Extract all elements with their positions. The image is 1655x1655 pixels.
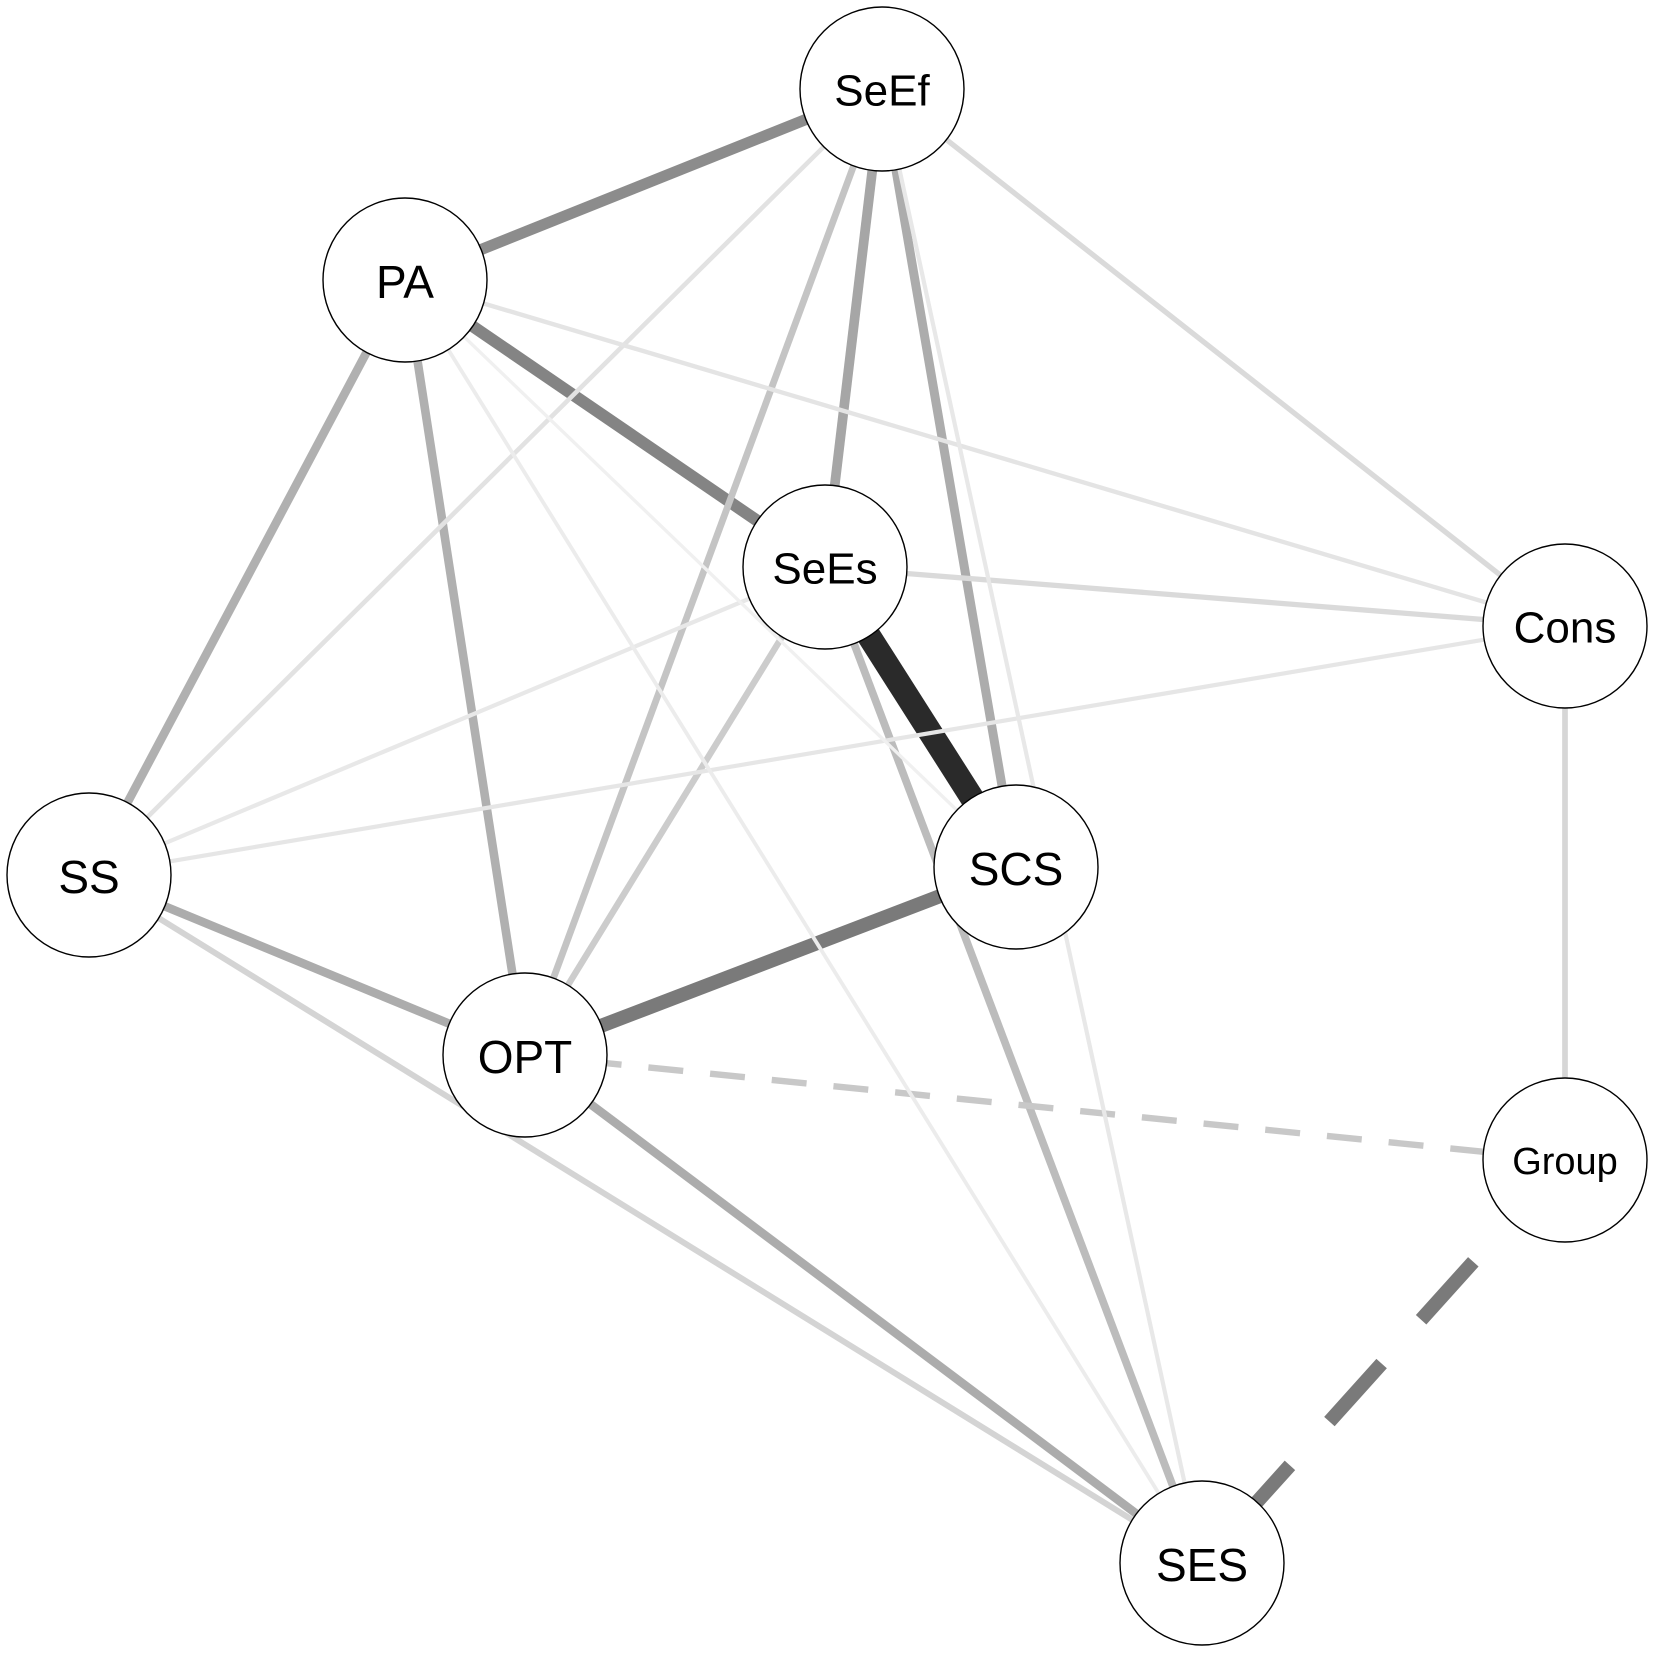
- node-circle: [742, 484, 908, 650]
- edge-sees-opt: [522, 565, 828, 1057]
- edge-sees-ses: [821, 565, 1206, 1565]
- node-label: OPT: [478, 1031, 573, 1083]
- node-circle: [1482, 1077, 1648, 1243]
- edge-pa-seef: [402, 83, 885, 286]
- node-circle: [6, 792, 172, 958]
- edge-sees-cons: [824, 564, 1566, 629]
- node-label: Group: [1512, 1141, 1618, 1183]
- edge-ss-sees: [88, 565, 826, 877]
- node-opt: OPT: [442, 972, 608, 1138]
- node-label: SeEs: [772, 545, 877, 594]
- edge-pa-cons: [404, 277, 1566, 629]
- node-circle: [1482, 543, 1648, 709]
- node-label: Cons: [1514, 604, 1617, 653]
- edge-seef-cons: [880, 86, 1567, 629]
- edge-pa-ss: [85, 277, 409, 878]
- node-group: Group: [1482, 1077, 1648, 1243]
- edge-pa-sees: [401, 275, 829, 572]
- edge-pa-opt: [400, 279, 530, 1056]
- node-seef: SeEf: [799, 6, 965, 172]
- node-scs: SCS: [933, 784, 1099, 950]
- node-pa: PA: [322, 197, 488, 363]
- node-circle: [933, 784, 1099, 950]
- node-circle: [1119, 1480, 1285, 1646]
- node-label: SS: [58, 851, 119, 903]
- edge-ss-ses: [87, 872, 1204, 1566]
- edge-opt-group: [524, 1051, 1566, 1164]
- node-ses: SES: [1119, 1480, 1285, 1646]
- edges-layer: [85, 83, 1571, 1568]
- edge-pa-scs: [403, 278, 1018, 869]
- edge-seef-scs: [877, 88, 1021, 868]
- node-cons: Cons: [1482, 543, 1648, 709]
- edge-seef-ss: [87, 87, 884, 877]
- edge-opt-ses: [522, 1051, 1205, 1567]
- node-label: SeEf: [834, 67, 930, 116]
- node-label: SES: [1156, 1539, 1248, 1591]
- edge-pa-ses: [403, 278, 1204, 1565]
- node-circle: [442, 972, 608, 1138]
- edge-ss-cons: [88, 623, 1566, 878]
- node-circle: [799, 6, 965, 172]
- node-sees: SeEs: [742, 484, 908, 650]
- edge-group-ses: [1196, 1155, 1571, 1568]
- edge-opt-scs: [522, 860, 1019, 1062]
- edge-seef-opt: [521, 87, 886, 1057]
- node-ss: SS: [6, 792, 172, 958]
- node-label: PA: [376, 256, 434, 308]
- node-label: SCS: [969, 843, 1064, 895]
- node-circle: [322, 197, 488, 363]
